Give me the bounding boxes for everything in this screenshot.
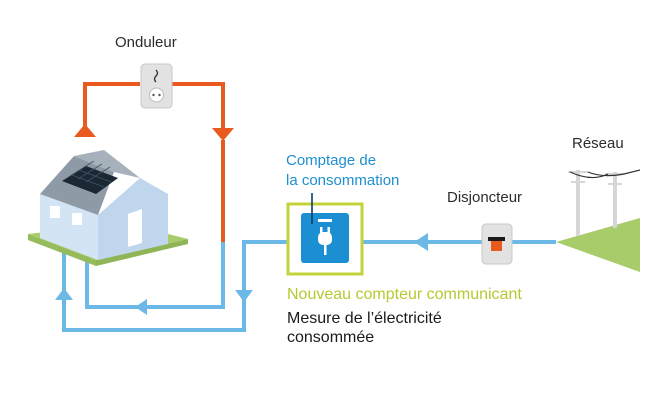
smart-meter-icon bbox=[286, 202, 364, 276]
down-arrow-icon bbox=[235, 290, 253, 302]
grid-field bbox=[556, 218, 640, 272]
production-line-right bbox=[172, 82, 225, 128]
house-window bbox=[72, 213, 82, 225]
consumption-metering-label-line2: la consommation bbox=[286, 172, 400, 189]
inner-return-loop bbox=[85, 242, 225, 309]
grid-label: Réseau bbox=[572, 135, 624, 152]
up-arrow-icon bbox=[55, 288, 73, 300]
measure-caption-line2: consommée bbox=[287, 329, 375, 346]
consumption-lines bbox=[62, 240, 556, 332]
production-loop bbox=[83, 82, 225, 132]
down-arrow-icon bbox=[212, 128, 234, 141]
house-window bbox=[50, 206, 60, 218]
consumption-metering-label-line1: Comptage de bbox=[286, 152, 377, 169]
breaker-icon bbox=[481, 223, 513, 265]
house-door bbox=[128, 209, 142, 247]
inverter-label: Onduleur bbox=[115, 34, 177, 51]
new-meter-caption: Nouveau compteur communicant bbox=[287, 286, 522, 303]
left-arrow-icon bbox=[135, 299, 147, 315]
outer-grid-loop bbox=[62, 240, 288, 332]
power-pylon-icon bbox=[556, 169, 641, 272]
measure-caption-line1: Mesure de l’électricité bbox=[287, 310, 442, 327]
left-arrow-icon bbox=[414, 233, 428, 251]
production-line-left bbox=[83, 82, 140, 132]
inverter-icon bbox=[140, 63, 173, 109]
house-with-solar-panels bbox=[28, 150, 188, 266]
up-arrow-icon bbox=[74, 124, 96, 137]
breaker-label: Disjoncteur bbox=[447, 189, 523, 206]
